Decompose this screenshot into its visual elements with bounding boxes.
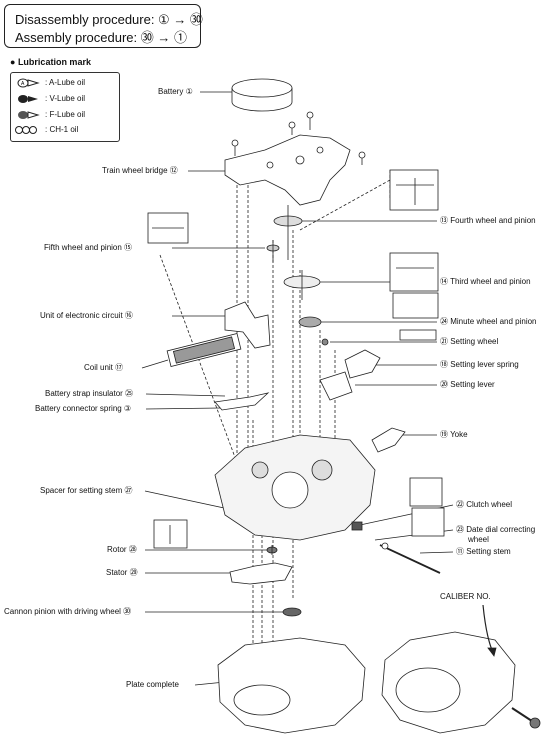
clutch-wheel-part bbox=[351, 521, 363, 531]
assembly-procedure: Assembly procedure: ㉚ → ① bbox=[15, 30, 187, 45]
procedure-box: Disassembly procedure: ① → ㉚ Assembly pr… bbox=[4, 4, 203, 48]
lubrication-legend: A : A-Lube oil : V-Lube oil : F-Lube oil… bbox=[10, 72, 120, 142]
setting-lever-part bbox=[319, 371, 353, 401]
setting-wheel-part bbox=[321, 338, 329, 346]
setting-lever-spring-part bbox=[344, 349, 381, 379]
lube-marks: A bbox=[15, 78, 40, 134]
svg-text:A: A bbox=[21, 81, 25, 87]
f-lube-icon bbox=[18, 111, 40, 119]
label-fifth-wheel: Fifth wheel and pinion ⑮ bbox=[44, 243, 133, 253]
train-wheel-bridge-part bbox=[224, 134, 351, 206]
fourth-wheel-part bbox=[273, 205, 303, 260]
label-third-wheel: ⑭ Third wheel and pinion bbox=[440, 277, 531, 287]
alignment-lines bbox=[159, 160, 391, 680]
third-wheel-part bbox=[283, 270, 321, 300]
label-stator: Stator ㉙ bbox=[106, 568, 138, 578]
a-lube-label: : A-Lube oil bbox=[45, 78, 86, 87]
a-lube-icon: A bbox=[17, 78, 40, 88]
setting-stem-part bbox=[379, 542, 441, 574]
detail-insets bbox=[147, 169, 439, 549]
label-clutch-wheel: ㉒ Clutch wheel bbox=[456, 500, 513, 510]
label-fourth-wheel: ⑬ Fourth wheel and pinion bbox=[440, 216, 536, 226]
label-battery-connector: Battery connector spring ③ bbox=[35, 404, 132, 414]
label-setting-wheel: ㉑ Setting wheel bbox=[440, 337, 499, 347]
minute-wheel-part bbox=[298, 316, 322, 328]
label-setting-lever: ⑳ Setting lever bbox=[440, 380, 495, 390]
battery-connector-part bbox=[214, 392, 270, 411]
label-spacer: Spacer for setting stem ㉗ bbox=[40, 486, 133, 496]
disassembly-procedure: Disassembly procedure: ① → ㉚ bbox=[15, 12, 203, 27]
screws bbox=[231, 111, 366, 165]
label-train-wheel-bridge: Train wheel bridge ⑫ bbox=[102, 166, 178, 176]
label-setting-stem: ⑪ Setting stem bbox=[456, 547, 511, 557]
main-movement-part bbox=[214, 434, 376, 541]
v-lube-icon bbox=[18, 95, 38, 103]
battery-part bbox=[231, 78, 293, 112]
ch1-oil-icon bbox=[15, 126, 37, 134]
label-date-dial-wheel-2: wheel bbox=[468, 535, 489, 545]
fifth-wheel-part bbox=[266, 240, 280, 262]
label-rotor: Rotor ㉘ bbox=[107, 545, 137, 555]
caliber-label: CALIBER NO. bbox=[440, 592, 491, 601]
rotor-part bbox=[266, 545, 278, 555]
label-electronic-circuit: Unit of electronic circuit ⑯ bbox=[40, 311, 133, 321]
stator-part bbox=[229, 562, 293, 585]
label-battery-strap: Battery strap insulator ㉕ bbox=[45, 389, 134, 399]
label-battery: Battery ① bbox=[158, 87, 193, 97]
caliber-movement-part bbox=[381, 604, 541, 734]
label-date-dial-wheel: ㉓ Date dial correcting bbox=[456, 525, 536, 535]
ch1-label: : CH-1 oil bbox=[45, 125, 79, 134]
v-lube-label: : V-Lube oil bbox=[45, 94, 86, 103]
label-minute-wheel: ㉔ Minute wheel and pinion bbox=[440, 317, 537, 327]
label-plate-complete: Plate complete bbox=[126, 680, 179, 690]
lubrication-title: ● Lubrication mark bbox=[10, 57, 91, 67]
plate-complete-part bbox=[217, 637, 366, 734]
label-yoke: ⑲ Yoke bbox=[440, 430, 468, 440]
label-coil-unit: Coil unit ⑰ bbox=[84, 363, 124, 373]
coil-unit-part bbox=[166, 333, 242, 367]
label-cannon-pinion: Cannon pinion with driving wheel ㉚ bbox=[4, 607, 132, 617]
cannon-pinion-part bbox=[282, 607, 302, 617]
electronic-circuit-part bbox=[224, 301, 271, 349]
label-setting-lever-spring: ⑱ Setting lever spring bbox=[440, 360, 519, 370]
f-lube-label: : F-Lube oil bbox=[45, 110, 86, 119]
yoke-part bbox=[371, 427, 406, 453]
